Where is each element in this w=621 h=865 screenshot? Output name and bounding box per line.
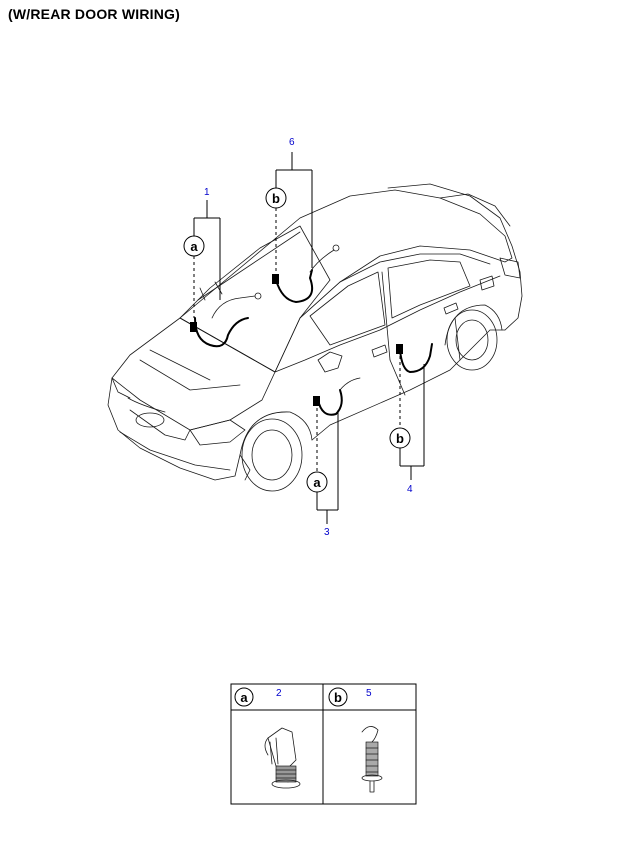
callout-3: 3 [324, 527, 330, 538]
harness-4 [396, 343, 433, 373]
harness-3 [313, 377, 361, 416]
car-windshield [179, 225, 331, 373]
harness-3-connector [313, 396, 320, 406]
car-rear-wheel [446, 309, 498, 371]
marker-a-letter-1: a [190, 239, 198, 254]
marker-b-letter-6: b [272, 191, 280, 206]
car-trunk [387, 183, 523, 331]
diagram-title: (W/REAR DOOR WIRING) [8, 6, 180, 22]
car-rear-side-window [387, 259, 471, 319]
car-roof [179, 189, 513, 373]
car-illustration [107, 183, 523, 492]
callout-4-group: b 4 [389, 356, 425, 495]
car-hood [111, 317, 276, 431]
harness-6-connector [272, 274, 279, 284]
marker-b-letter-4: b [396, 431, 404, 446]
legend-a-circle [234, 687, 254, 707]
legend-b-letter: b [334, 690, 342, 705]
legend-a-letter: a [240, 690, 248, 705]
callout-6: 6 [289, 137, 295, 148]
callout-4: 4 [407, 484, 413, 495]
car-front-wheel [241, 418, 303, 492]
callout-1-group: 1 a [183, 187, 221, 318]
car-headlight [189, 419, 246, 446]
grommet-b-illustration [361, 726, 383, 793]
harness-1 [190, 292, 262, 348]
car-rear-door-handle [443, 302, 459, 315]
grommet-legend: a 2 b 5 [230, 683, 417, 805]
callout-1: 1 [204, 187, 210, 198]
car-front-bumper [107, 377, 241, 481]
car-front-side-window [309, 271, 386, 346]
car-rear-lamp [499, 257, 521, 279]
legend-callout-5: 5 [366, 688, 372, 699]
car-side-mirror [317, 351, 343, 373]
harness-6 [272, 244, 340, 303]
legend-callout-2: 2 [276, 688, 282, 699]
marker-a-letter-3: a [313, 475, 321, 490]
legend-b-circle [328, 687, 348, 707]
car-grille-badge [135, 412, 165, 428]
callout-6-group: 6 b [265, 137, 313, 272]
harness-4-connector [396, 344, 403, 354]
car-front-door-handle [371, 344, 388, 358]
callout-3-group: a 3 [306, 408, 339, 538]
harness-1-connector [190, 322, 197, 332]
grommet-a-illustration [264, 727, 301, 789]
car-side-body [239, 329, 506, 481]
